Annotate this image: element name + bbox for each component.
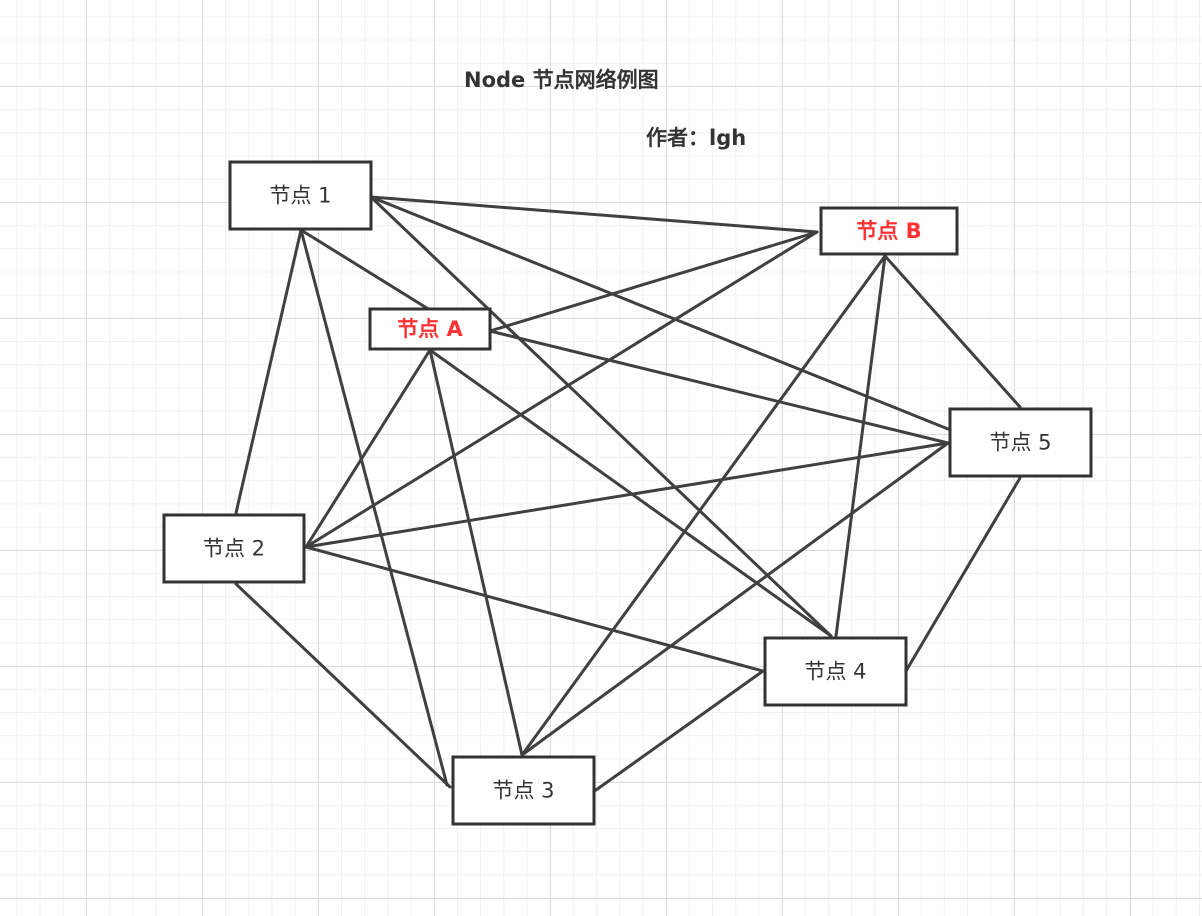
- edges-layer: [234, 195, 1022, 792]
- edge-n1-n2: [234, 228, 303, 515]
- node-n2: 节点 2: [162, 513, 306, 584]
- edge-nA-n5: [488, 329, 950, 445]
- node-label: 节点 3: [492, 779, 554, 803]
- edge-nA-n2: [304, 348, 432, 549]
- edge-nB-n2: [304, 230, 819, 549]
- edge-n4-n5: [904, 476, 1022, 673]
- edge-n1-n4: [369, 195, 833, 638]
- node-label: 节点 B: [856, 219, 921, 243]
- node-box: [228, 160, 373, 231]
- edge-n1-nB: [369, 195, 819, 234]
- node-label: 节点 5: [989, 431, 1051, 455]
- node-nA: 节点 A: [368, 307, 492, 351]
- edge-n1-n5: [369, 195, 950, 431]
- node-box: [948, 407, 1093, 478]
- node-n1: 节点 1: [228, 160, 373, 231]
- node-label: 节点 4: [804, 660, 866, 684]
- node-n5: 节点 5: [948, 407, 1093, 478]
- node-label: 节点 1: [269, 184, 331, 208]
- edge-n2-n3: [234, 582, 452, 789]
- node-n4: 节点 4: [763, 636, 908, 707]
- node-box: [162, 513, 306, 584]
- node-box: [819, 206, 959, 256]
- edge-nB-n5: [883, 254, 1022, 409]
- edge-nA-nB: [488, 230, 819, 333]
- diagram-author: 作者：lgh: [646, 126, 747, 150]
- node-label: 节点 2: [203, 537, 265, 561]
- node-nB: 节点 B: [819, 206, 959, 256]
- edge-n1-n3: [299, 228, 449, 787]
- node-box: [368, 307, 492, 351]
- edge-nB-n4: [834, 254, 887, 638]
- node-label: 节点 A: [397, 317, 463, 341]
- edge-n1-nA: [299, 228, 432, 312]
- node-box: [451, 755, 596, 826]
- nodes-layer: 节点 1 节点 A 节点 B 节点 2 节点 3 节点 4 节点 5: [162, 160, 1093, 826]
- edge-n2-n4: [304, 545, 765, 673]
- diagram-title: Node 节点网络例图: [464, 68, 659, 92]
- edge-n3-n4: [594, 669, 765, 792]
- edge-n3-n5: [520, 441, 950, 757]
- node-n3: 节点 3: [451, 755, 596, 826]
- edge-nB-n3: [520, 254, 887, 757]
- edge-nA-n3: [428, 348, 524, 757]
- node-box: [763, 636, 908, 707]
- edge-n2-n5: [304, 441, 950, 549]
